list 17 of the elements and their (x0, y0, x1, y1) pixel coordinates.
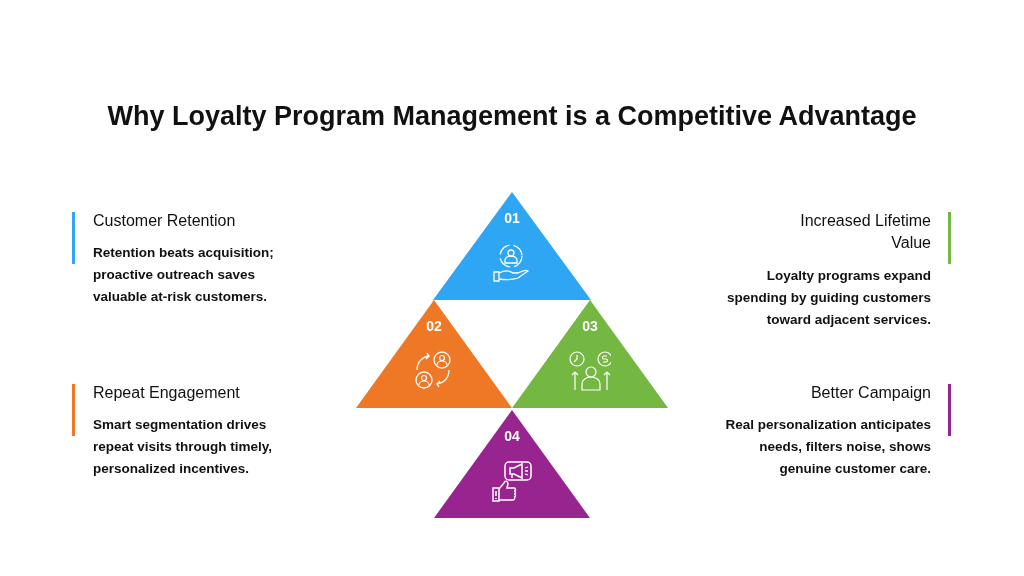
triangle-shape (434, 410, 590, 518)
step-number: 02 (425, 318, 443, 334)
heading: Increased Lifetime Value (799, 211, 931, 253)
description: Retention beats acquisition; proactive outreach saves valuable at-risk customers. (93, 244, 275, 306)
step-number: 01 (503, 210, 521, 226)
step-number: 04 (503, 428, 521, 444)
heading: Repeat Engagement (93, 383, 241, 403)
description: Loyalty programs expand spending by guiding customers toward adjacent services. (725, 267, 931, 329)
triangle-shape (512, 300, 668, 408)
title: Why Loyalty Program Management is a Competitive Advantage (106, 101, 918, 132)
triangle-shape (433, 192, 591, 300)
heading: Customer Retention (93, 211, 237, 231)
triangle-shape (356, 300, 512, 408)
description: Smart segmentation drives repeat visits through timely, personalized incentives. (93, 416, 274, 478)
description: Real personalization anticipates needs, filters noise, shows genuine customer care. (724, 416, 931, 478)
step-number: 03 (581, 318, 599, 334)
heading: Better Campaign (809, 383, 931, 403)
